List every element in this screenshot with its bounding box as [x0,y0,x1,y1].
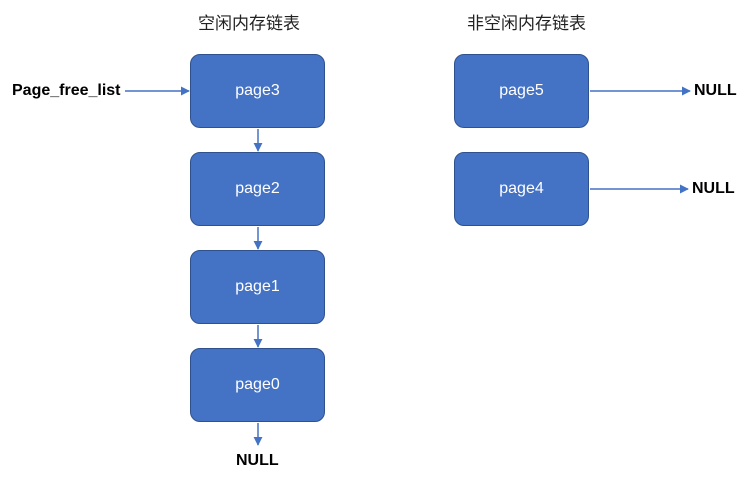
page4-node: page4 [454,152,589,226]
page-free-list-label: Page_free_list [12,82,121,99]
page0-node: page0 [190,348,325,422]
nonfree-list-title: 非空闲内存链表 [467,14,586,34]
page3-node: page3 [190,54,325,128]
free-list-null-label: NULL [236,452,279,469]
page1-node: page1 [190,250,325,324]
page4-null-label: NULL [692,180,735,197]
page5-node: page5 [454,54,589,128]
free-list-title: 空闲内存链表 [198,14,300,34]
page2-node: page2 [190,152,325,226]
page5-null-label: NULL [694,82,737,99]
